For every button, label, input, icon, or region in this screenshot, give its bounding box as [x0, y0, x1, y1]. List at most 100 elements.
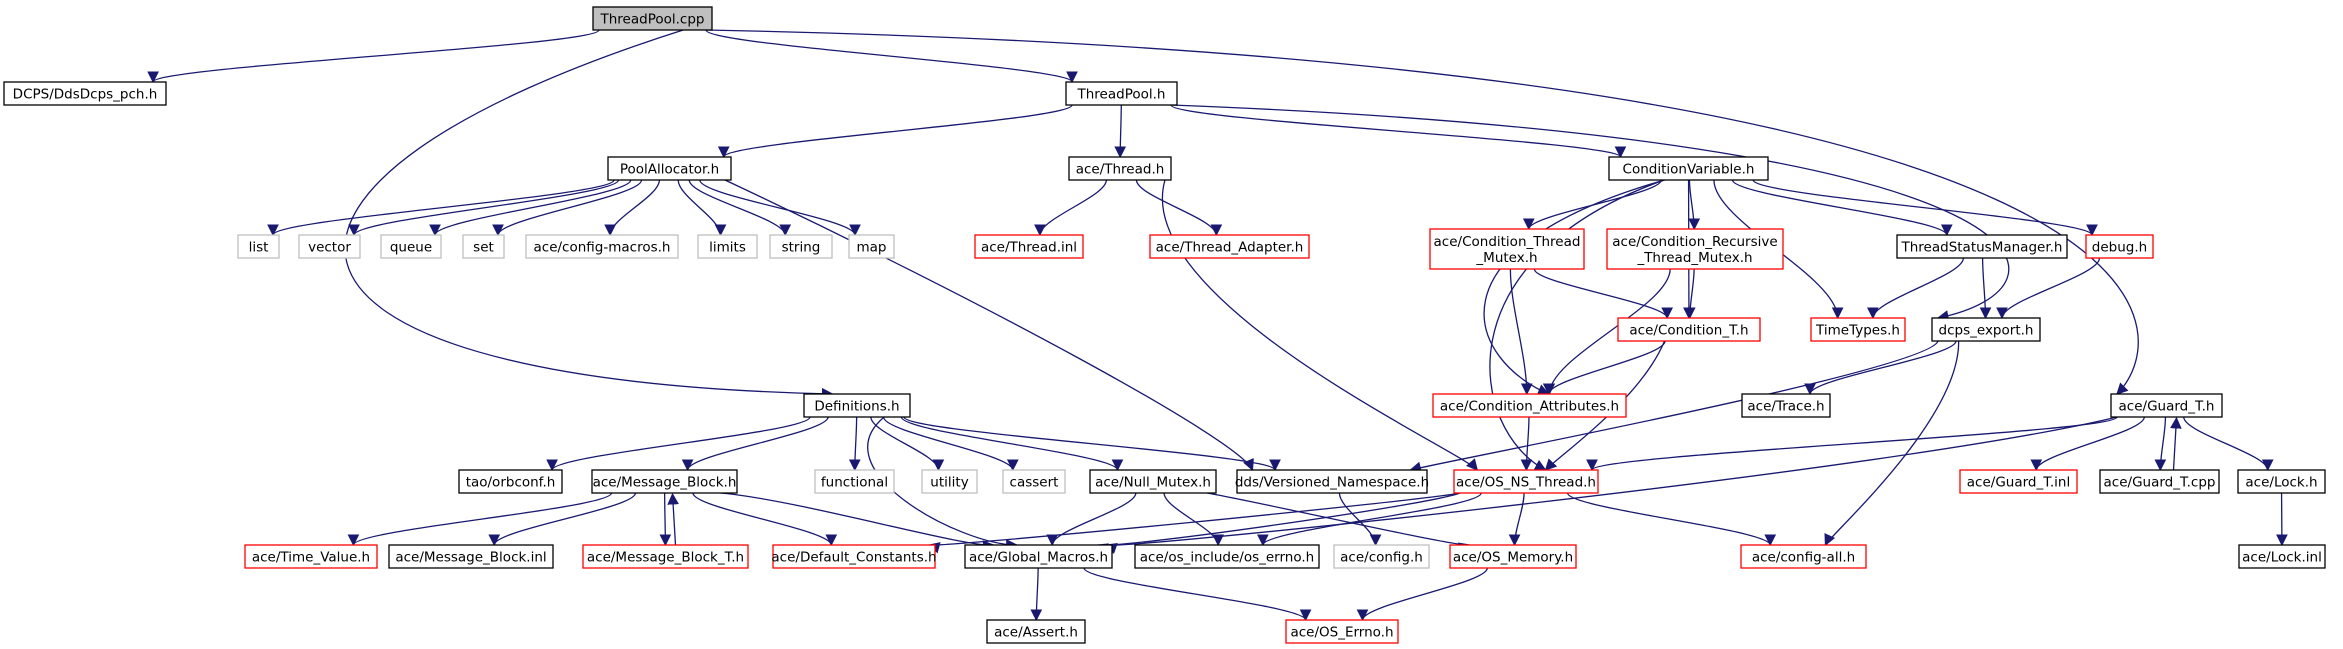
- node-box: [1810, 317, 1906, 342]
- edge-threadstatus-to-timetypes: [1867, 257, 1965, 320]
- node-label: map: [857, 240, 887, 256]
- node-box: [1429, 228, 1585, 270]
- node-message-block[interactable]: ace/Message_Block.h: [591, 469, 738, 494]
- edge-poolallocator-to-set: [492, 179, 643, 237]
- edge-dcps_export-to-config_all: [1824, 340, 1960, 547]
- node-box: [1617, 317, 1761, 342]
- edge-poolallocator-to-vector: [348, 179, 620, 237]
- node-threadpool-h[interactable]: ThreadPool.h: [1065, 81, 1178, 106]
- node-global-macros[interactable]: ace/Global_Macros.h: [964, 544, 1113, 569]
- node-utility: utility: [921, 469, 978, 494]
- node-label: ace/Guard_T.inl: [1967, 475, 2070, 491]
- node-cond-attrs[interactable]: ace/Condition_Attributes.h: [1432, 393, 1627, 418]
- node-threadstatus[interactable]: ThreadStatusManager.h: [1896, 234, 2068, 259]
- node-label: ace/Thread.inl: [981, 240, 1077, 256]
- node-label: ace/Trace.h: [1747, 399, 1824, 415]
- node-label: _Thread_Mutex.h: [1636, 250, 1752, 266]
- node-orbconf[interactable]: tao/orbconf.h: [458, 469, 563, 494]
- edge-message_block-to-global_macros: [720, 492, 995, 552]
- node-label: ace/Lock.inl: [2242, 550, 2322, 566]
- node-ddsdcps-pch[interactable]: DCPS/DdsDcps_pch.h: [3, 81, 167, 106]
- node-box: [986, 619, 1086, 644]
- node-label: ace/Condition_Recursive: [1612, 234, 1777, 250]
- node-os-ns-thread[interactable]: ace/OS_NS_Thread.h: [1453, 469, 1599, 494]
- node-box: [1089, 469, 1217, 494]
- node-box: [1002, 469, 1066, 494]
- node-os-memory[interactable]: ace/OS_Memory.h: [1449, 544, 1577, 569]
- node-versioned-ns[interactable]: dds/Versioned_Namespace.h: [1235, 469, 1429, 494]
- node-lock-inl[interactable]: ace/Lock.inl: [2238, 544, 2326, 569]
- node-thread-inl[interactable]: ace/Thread.inl: [974, 234, 1084, 259]
- node-box: [244, 544, 378, 569]
- edge-null_mutex-to-os_memory: [1206, 492, 1471, 554]
- node-config-all[interactable]: ace/config-all.h: [1740, 544, 1867, 569]
- edges-layer: [147, 29, 2288, 622]
- edge-guard_t_cpp-to-guard_t_h: [2170, 416, 2182, 471]
- edge-debug_h-to-dcps_export: [1996, 257, 2101, 320]
- node-list: list: [237, 234, 280, 259]
- node-ace-thread-h[interactable]: ace/Thread.h: [1068, 156, 1172, 181]
- node-timetypes[interactable]: TimeTypes.h: [1810, 317, 1906, 342]
- node-threadpool-cpp[interactable]: ThreadPool.cpp: [592, 6, 713, 31]
- edge-condvar-to-cond_recursive: [1688, 179, 1701, 231]
- node-label: ace/config.h: [1340, 550, 1423, 566]
- node-ace-trace[interactable]: ace/Trace.h: [1741, 393, 1831, 418]
- node-box: [1453, 469, 1599, 494]
- node-guard-t-cpp[interactable]: ace/Guard_T.cpp: [2099, 469, 2220, 494]
- node-poolallocator[interactable]: PoolAllocator.h: [607, 156, 732, 181]
- node-os-errno-inc[interactable]: ace/os_include/os_errno.h: [1134, 544, 1320, 569]
- edge-threadstatus-to-dcps_export: [1979, 257, 1992, 320]
- node-label: ace/OS_Memory.h: [1453, 550, 1573, 566]
- node-string: string: [769, 234, 833, 259]
- edge-message_block-to-default_constants: [692, 492, 838, 547]
- node-box: [814, 469, 895, 494]
- node-definitions[interactable]: Definitions.h: [803, 393, 911, 418]
- node-cond-recursive[interactable]: ace/Condition_Recursive_Thread_Mutex.h: [1606, 228, 1784, 270]
- node-time-value[interactable]: ace/Time_Value.h: [244, 544, 378, 569]
- edge-threadpool_h-to-poolallocator: [718, 104, 1073, 159]
- edge-dcps_export-to-ace_trace: [1804, 340, 1957, 396]
- node-null-mutex[interactable]: ace/Null_Mutex.h: [1089, 469, 1217, 494]
- node-box: [380, 234, 442, 259]
- node-box: [769, 234, 833, 259]
- node-label: ace/Assert.h: [994, 625, 1078, 641]
- node-label: utility: [930, 475, 968, 491]
- node-guard-t-inl[interactable]: ace/Guard_T.inl: [1959, 469, 2078, 494]
- node-message-block-inl[interactable]: ace/Message_Block.inl: [388, 544, 554, 569]
- node-os-errno[interactable]: ace/OS_Errno.h: [1285, 619, 1399, 644]
- edge-threadpool_h-to-condvar: [1170, 104, 1627, 159]
- node-label: vector: [308, 240, 351, 256]
- node-default-constants[interactable]: ace/Default_Constants.h: [771, 544, 937, 569]
- node-label: PoolAllocator.h: [620, 162, 719, 178]
- node-functional: functional: [814, 469, 895, 494]
- node-thread-adapter[interactable]: ace/Thread_Adapter.h: [1149, 234, 1310, 259]
- node-label: ThreadStatusManager.h: [1900, 240, 2062, 256]
- edge-cond_attrs-to-os_ns_thread: [1520, 416, 1533, 472]
- edge-condvar-to-os_ns_thread: [1489, 179, 1665, 471]
- node-label: TimeTypes.h: [1815, 323, 1900, 339]
- node-condvar[interactable]: ConditionVariable.h: [1608, 156, 1769, 181]
- edge-guard_t_h-to-global_macros: [1104, 416, 2118, 554]
- edge-poolallocator-to-list: [267, 179, 615, 237]
- node-debug-h[interactable]: debug.h: [2085, 234, 2154, 259]
- node-label: cassert: [1010, 475, 1059, 491]
- node-guard-t-h[interactable]: ace/Guard_T.h: [2110, 393, 2223, 418]
- edge-guard_t_h-to-guard_t_cpp: [2154, 416, 2167, 472]
- node-box: [237, 234, 280, 259]
- node-assert-h[interactable]: ace/Assert.h: [986, 619, 1086, 644]
- edge-condvar-to-cond_attrs: [1483, 179, 1665, 396]
- edge-global_macros-to-assert_h: [1030, 567, 1043, 622]
- node-condition-t[interactable]: ace/Condition_T.h: [1617, 317, 1761, 342]
- node-ace-lock-h[interactable]: ace/Lock.h: [2237, 469, 2326, 494]
- node-box: [582, 544, 749, 569]
- node-dcps-export[interactable]: dcps_export.h: [1931, 317, 2041, 342]
- node-label: ace/OS_Errno.h: [1290, 625, 1393, 641]
- node-label: ace/Condition_Thread: [1434, 234, 1581, 250]
- node-label: functional: [821, 475, 888, 491]
- edge-definitions-to-cassert: [882, 416, 1019, 472]
- node-label: ace/Message_Block.h: [593, 475, 737, 491]
- node-cond-thread-mutex[interactable]: ace/Condition_Thread_Mutex.h: [1429, 228, 1585, 270]
- node-box: [1741, 393, 1831, 418]
- node-message-block-t[interactable]: ace/Message_Block_T.h: [582, 544, 749, 569]
